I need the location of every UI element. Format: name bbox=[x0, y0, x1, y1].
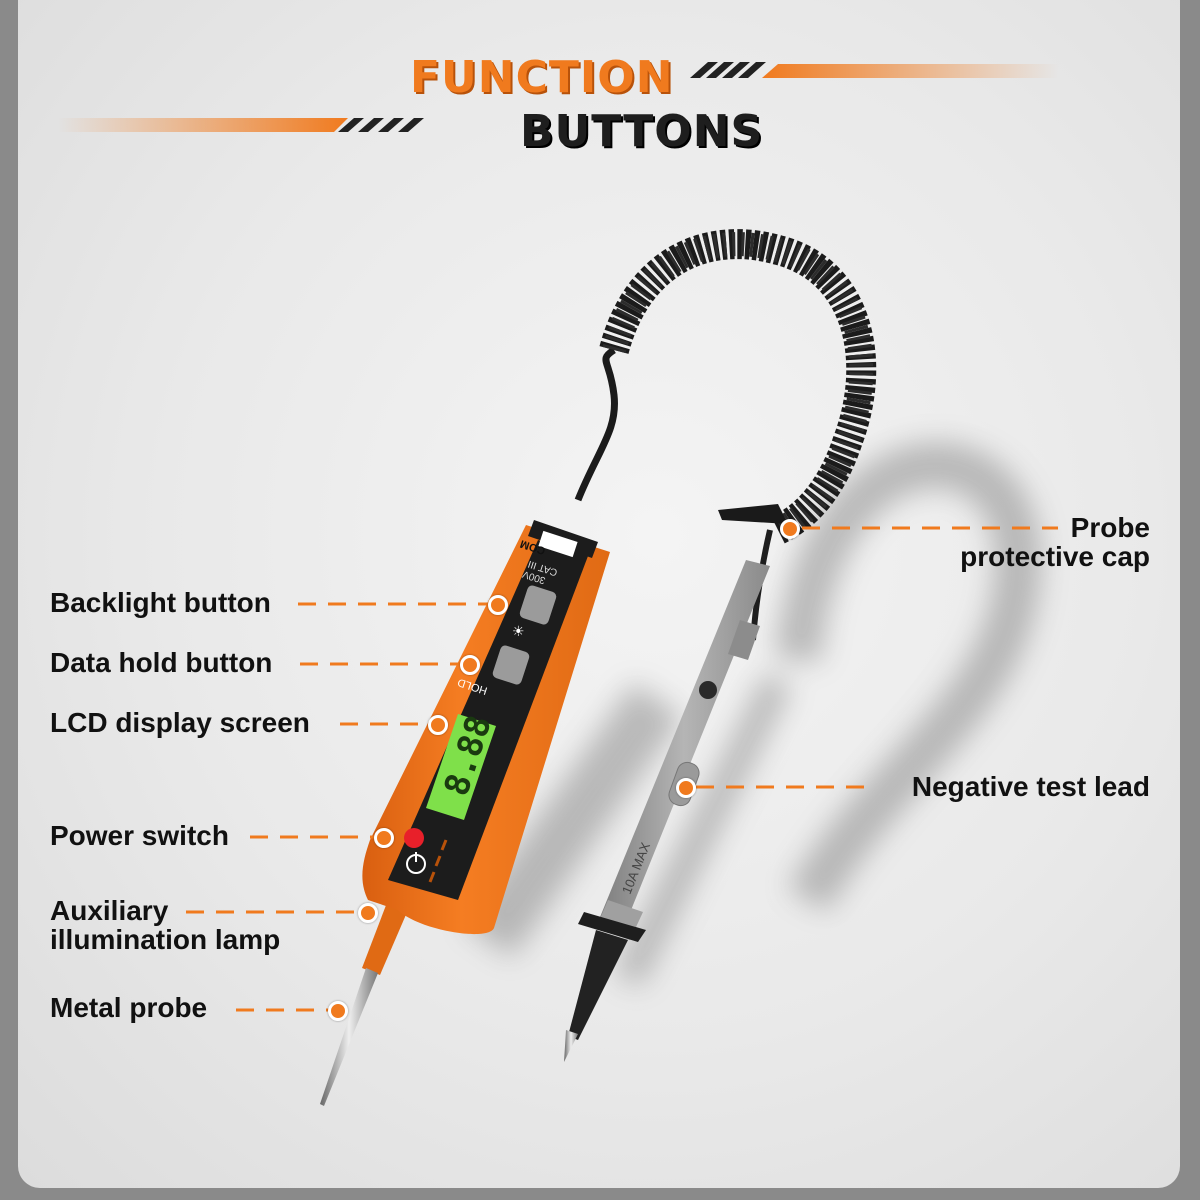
dot-hold bbox=[460, 655, 480, 675]
lcd-display-screen bbox=[426, 714, 496, 820]
label-negative-test-lead: Negative test lead bbox=[911, 771, 1150, 802]
cable-shadow bbox=[463, 442, 1042, 987]
label-data-hold-button: Data hold button bbox=[50, 647, 273, 678]
product-illustration: 10A MAX COM 300V CAT III ☀ HOLD 8.88 bbox=[58, 62, 1058, 1106]
power-switch[interactable] bbox=[404, 828, 424, 848]
dot-lamp bbox=[358, 903, 378, 923]
coiled-cable bbox=[574, 229, 877, 544]
label-power-switch: Power switch bbox=[50, 820, 229, 851]
label-aux-lamp-line2: illumination lamp bbox=[50, 924, 281, 955]
product-panel: FUNCTION BUTTONS bbox=[18, 0, 1180, 1188]
sun-icon: ☀ bbox=[512, 623, 525, 639]
dot-probe bbox=[328, 1001, 348, 1021]
header-title-line1: FUNCTION bbox=[410, 52, 674, 103]
data-hold-button[interactable] bbox=[491, 644, 530, 686]
dot-cap bbox=[780, 519, 800, 539]
dot-lead bbox=[676, 778, 696, 798]
label-lcd-display-screen: LCD display screen bbox=[50, 707, 310, 738]
leader-lines bbox=[186, 526, 1058, 1012]
negative-test-lead: 10A MAX bbox=[564, 529, 773, 1062]
label-probe-cap-line1: Probe bbox=[1070, 512, 1150, 543]
metal-probe bbox=[320, 900, 408, 1106]
header-title-line2: BUTTONS bbox=[520, 106, 764, 157]
label-backlight-button: Backlight button bbox=[50, 587, 271, 618]
dot-backlight bbox=[488, 595, 508, 615]
dot-lcd bbox=[428, 715, 448, 735]
backlight-button[interactable] bbox=[518, 584, 557, 626]
tester-body: COM 300V CAT III ☀ HOLD 8.88 bbox=[362, 520, 610, 935]
label-aux-lamp-line1: Auxiliary bbox=[50, 895, 169, 926]
header-stripe-right bbox=[690, 62, 1058, 78]
label-metal-probe: Metal probe bbox=[50, 992, 208, 1023]
label-probe-cap-line2: protective cap bbox=[960, 541, 1150, 572]
probe-cap bbox=[718, 504, 788, 524]
dot-power bbox=[374, 828, 394, 848]
header-stripe-left bbox=[58, 118, 424, 132]
